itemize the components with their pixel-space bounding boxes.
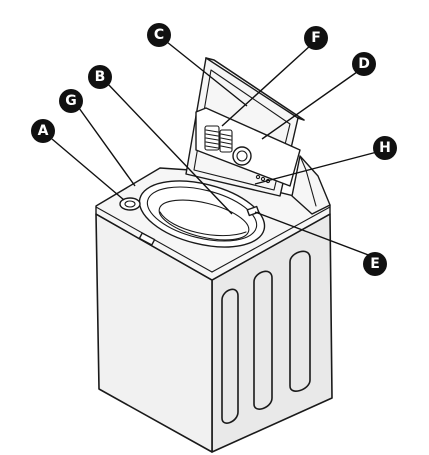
cycle-selector-knob xyxy=(232,146,252,166)
side-grips xyxy=(221,250,311,424)
callout-c: C xyxy=(147,23,171,47)
callout-badges: A G B C F D H E xyxy=(31,23,397,276)
callout-f-label: F xyxy=(311,30,321,46)
callout-h: H xyxy=(373,136,397,160)
fabric-softener-dispenser xyxy=(119,197,141,211)
callout-g-label: G xyxy=(65,93,77,109)
callout-d-label: D xyxy=(358,56,370,72)
callout-lines xyxy=(51,41,378,257)
callout-a: A xyxy=(31,119,55,143)
wash-tub xyxy=(138,180,266,248)
callout-e: E xyxy=(363,252,387,276)
callout-f: F xyxy=(304,26,328,50)
callout-g: G xyxy=(59,89,83,113)
callout-b-label: B xyxy=(95,69,106,85)
callout-a-label: A xyxy=(38,123,49,139)
callout-d: D xyxy=(352,52,376,76)
front-latch xyxy=(138,232,156,246)
callout-h-label: H xyxy=(379,140,391,156)
callout-e-label: E xyxy=(370,256,380,272)
control-buttons xyxy=(204,125,233,153)
control-console xyxy=(195,107,301,187)
callout-c-label: C xyxy=(154,27,164,43)
callout-b: B xyxy=(88,65,112,89)
lint-filter xyxy=(246,205,260,217)
